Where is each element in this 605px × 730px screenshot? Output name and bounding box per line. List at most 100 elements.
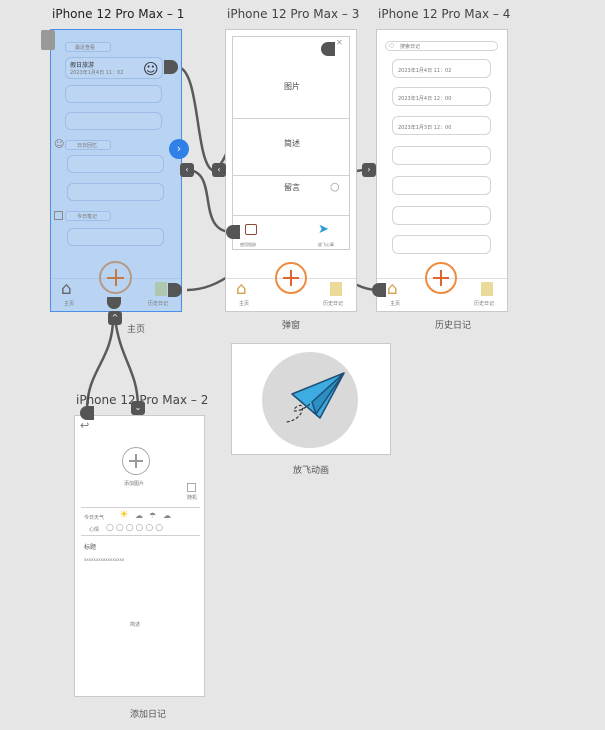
caption-popup: 弹窗 (281, 321, 300, 331)
add-image-label[interactable]: 添加图片 (124, 481, 145, 487)
link-handle-close[interactable] (321, 42, 335, 56)
body-field[interactable]: 简述 (130, 622, 141, 628)
artboard-title-history[interactable]: iPhone 12 Pro Max – 4 (378, 7, 511, 21)
section-notes: 今日笔记 (65, 211, 111, 221)
history-entry[interactable]: 2023年1月3日 12：00 (392, 116, 491, 135)
next-arrow-icon[interactable]: › (169, 139, 189, 159)
recent-card-date: 2023年1月4日 11：02 (70, 70, 124, 76)
artboard-main[interactable]: 最近查看 假日旅游 2023年1月4日 11：02 ☺ 日日回忆 ☺ 今日笔记 … (41, 29, 182, 312)
artboard-history[interactable]: ○ 搜索日记 2023年1月4日 11：02 2023年1月4日 12：00 2… (376, 29, 508, 312)
search-input[interactable]: ○ 搜索日记 (385, 41, 498, 51)
chat-bubble-icon: ○ (330, 180, 340, 193)
popup-divider-3 (232, 215, 350, 216)
tab-home-label[interactable]: 主页 (390, 301, 401, 307)
history-entry[interactable] (392, 176, 491, 195)
search-icon: ○ (389, 42, 395, 49)
section-memory: 日日回忆 (65, 140, 111, 150)
divider (81, 507, 200, 508)
history-entry[interactable] (392, 235, 491, 254)
home-icon[interactable]: ⌂ (61, 279, 72, 299)
caption-history: 历史日记 (434, 321, 471, 331)
heading-field[interactable]: xxxxxxxxxxxxxxxxx (84, 557, 125, 562)
popup-sheet (232, 36, 350, 250)
history-entry[interactable] (392, 146, 491, 165)
add-diary-button[interactable] (425, 262, 457, 294)
history-entry[interactable] (392, 206, 491, 225)
memory-slot-4[interactable] (67, 183, 164, 201)
artboard-title-main[interactable]: iPhone 12 Pro Max – 1 (52, 7, 185, 21)
artboard-animation[interactable] (231, 343, 391, 455)
history-entry[interactable]: 2023年1月4日 12：00 (392, 87, 491, 106)
link-handle-add-down[interactable]: ⌄ (131, 401, 145, 415)
memory-slot-2[interactable] (65, 112, 162, 130)
paper-plane-illustration (262, 352, 358, 448)
link-handle-smiley[interactable] (164, 60, 178, 74)
popup-item-image[interactable]: 图片 (284, 82, 300, 91)
search-placeholder: 搜索日记 (400, 44, 421, 50)
home-icon[interactable]: ⌂ (387, 279, 398, 299)
random-label[interactable]: 随机 (187, 495, 198, 501)
recent-card[interactable]: 假日旅游 2023年1月4日 11：02 (65, 57, 163, 79)
link-handle-popup-left[interactable]: ‹ (212, 163, 226, 177)
artboard-title-add[interactable]: iPhone 12 Pro Max – 2 (76, 393, 209, 407)
close-icon[interactable]: ✕ (336, 38, 343, 47)
artboard-add[interactable]: ↩ 添加图片 随机 今日天气 ☀ ☁ ☂ ☁ 心情 ○○○○○○ 标题 xxxx… (74, 415, 205, 697)
history-entry-date: 2023年1月4日 12：00 (398, 96, 452, 102)
link-handle-up[interactable]: ^ (108, 311, 122, 325)
history-book-icon[interactable] (155, 282, 167, 296)
section-notes-label: 今日笔记 (77, 214, 98, 220)
tab-history-label[interactable]: 历史日记 (148, 301, 169, 307)
sun-icon[interactable]: ☀ (119, 508, 129, 521)
back-icon[interactable]: ↩ (80, 419, 90, 432)
album-icon[interactable] (245, 224, 257, 235)
popup-item-message[interactable]: 留言 (284, 183, 300, 192)
history-book-icon[interactable] (330, 282, 342, 296)
mood-icons[interactable]: ○○○○○○ (106, 523, 166, 533)
popup-divider-2 (232, 175, 350, 176)
heading-label: 标题 (84, 544, 97, 551)
recent-card-title: 假日旅游 (70, 62, 95, 69)
link-handle-history-home[interactable] (372, 283, 386, 297)
bookmark-icon (41, 30, 55, 50)
cloud-icon[interactable]: ☁ (135, 511, 143, 520)
add-diary-button[interactable] (99, 261, 132, 294)
dice-icon[interactable] (187, 483, 196, 492)
tab-history-label[interactable]: 历史日记 (323, 301, 344, 307)
tab-history-label[interactable]: 历史日记 (474, 301, 495, 307)
link-main-to-popup-bottom (186, 168, 233, 234)
memory-slot-1[interactable] (65, 85, 162, 103)
snow-icon[interactable]: ☁ (163, 511, 171, 520)
popup-album-label[interactable]: 使用相册 (240, 242, 256, 247)
link-handle-album[interactable] (226, 225, 240, 239)
calendar-icon (54, 211, 63, 220)
divider (81, 535, 200, 536)
link-main-to-add-right (113, 317, 140, 409)
smiley-icon[interactable]: ☺ (143, 60, 159, 78)
section-memory-label: 日日回忆 (77, 143, 98, 149)
caption-animation: 放飞动画 (292, 466, 329, 476)
popup-item-summary[interactable]: 简述 (284, 139, 300, 148)
link-handle-add[interactable] (107, 297, 121, 309)
note-slot-1[interactable] (67, 228, 164, 246)
history-book-icon[interactable] (481, 282, 493, 296)
link-handle-history[interactable] (168, 283, 182, 297)
tab-home-label[interactable]: 主页 (64, 301, 75, 307)
popup-fly-label[interactable]: 放飞心事 (318, 242, 334, 247)
artboard-popup[interactable]: ✕ 图片 简述 留言 ○ 使用相册 ➤ 放飞心事 ⌂ 主页 历史日记 (225, 29, 357, 312)
home-icon[interactable]: ⌂ (236, 279, 247, 299)
link-handle-history-left[interactable]: › (362, 163, 376, 177)
link-handle-add-back[interactable] (80, 406, 94, 420)
history-entry[interactable]: 2023年1月4日 11：02 (392, 59, 491, 78)
link-handle-back-left[interactable]: ‹ (180, 163, 194, 177)
mood-label: 心情 (89, 527, 100, 533)
history-entry-date: 2023年1月3日 12：00 (398, 125, 452, 131)
tab-home-label[interactable]: 主页 (239, 301, 250, 307)
rain-icon[interactable]: ☂ (149, 511, 157, 520)
paper-plane-icon[interactable]: ➤ (318, 222, 329, 237)
caption-main: 主页 (126, 325, 145, 335)
add-image-button[interactable] (122, 447, 150, 475)
memory-slot-3[interactable] (67, 155, 164, 173)
add-diary-button[interactable] (275, 262, 307, 294)
artboard-title-popup[interactable]: iPhone 12 Pro Max – 3 (227, 7, 360, 21)
memory-icon: ☺ (54, 139, 65, 150)
